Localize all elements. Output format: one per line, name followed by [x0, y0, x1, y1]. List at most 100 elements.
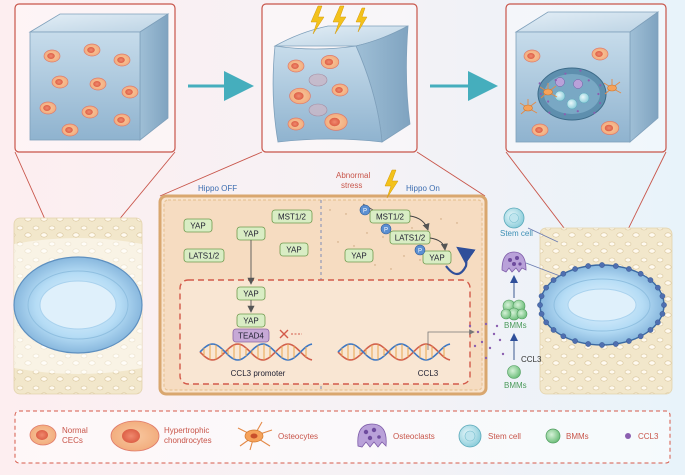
lats-box-right: LATS1/2 — [389, 230, 431, 245]
chondrocyte — [121, 85, 139, 99]
chondrocyte — [331, 83, 349, 97]
legend-label-normal-line1: Normal — [62, 426, 88, 435]
faded-cell — [308, 103, 328, 117]
yap-box-top: YAP — [183, 218, 213, 233]
osteoclast-dot — [550, 277, 557, 283]
stem-cell-in-cavity — [566, 98, 578, 110]
yap-box-free: YAP — [344, 248, 374, 263]
ccl3-dot — [501, 352, 505, 356]
osteoclast-dot — [585, 341, 592, 347]
stress-bolt-icon — [384, 169, 399, 199]
bmm-single-bottom — [507, 365, 521, 379]
zoom-lines-middle — [159, 151, 486, 197]
osteoclast-dot — [626, 266, 632, 272]
osteoclast-dot — [538, 311, 545, 317]
faded-cell — [308, 73, 328, 87]
legend-label-hypertrophic-line1: Hypertrophic — [164, 426, 209, 435]
ccl3-dot — [484, 322, 488, 326]
ccl3-dot — [587, 79, 590, 82]
hippo-on-label: Hippo On — [406, 184, 440, 193]
cytoplasm-dot — [353, 245, 355, 247]
abnormal-stress-line2: stress — [341, 181, 362, 190]
osteoclast-dot — [543, 284, 549, 291]
yap-box-center: YAP — [236, 226, 266, 241]
ccl3-dot — [563, 113, 567, 116]
hippo-off-label: Hippo OFF — [198, 184, 237, 193]
osteoclast-dot — [572, 266, 578, 272]
cytoplasm-dot — [366, 232, 368, 234]
osteocyte — [603, 79, 622, 95]
osteoclast-dot — [659, 293, 666, 299]
ccl3-dot — [484, 356, 488, 360]
dna-strand — [337, 343, 451, 361]
mst-box-left: MST1/2 — [271, 209, 313, 224]
yap-box-nuclear: YAP — [236, 313, 266, 328]
ccl3-dot — [554, 79, 557, 82]
chondrocyte — [39, 101, 57, 115]
chondrocyte — [289, 87, 311, 105]
svg-text:TEAD4: TEAD4 — [238, 332, 264, 341]
osteoclast-line — [525, 262, 561, 277]
bmms-label-bottom: BMMs — [504, 381, 527, 390]
dna-strand — [199, 343, 313, 361]
dna-strand — [337, 343, 451, 361]
legend-label-normal-line2: CECs — [62, 436, 83, 445]
osteoclast-dot — [647, 277, 654, 283]
ccl3-promoter-label: CCL3 promoter — [231, 369, 286, 378]
svg-text:LATS1/2: LATS1/2 — [189, 252, 220, 261]
stress-lightning-icon — [310, 5, 368, 35]
yap-box-phospho: YAP — [422, 250, 452, 265]
chondrocyte — [113, 53, 131, 67]
chondrocyte — [113, 113, 131, 127]
ccl3-secretion-arrow — [427, 329, 475, 350]
chondrocyte — [61, 123, 79, 137]
ccl3-side-label: CCL3 — [521, 355, 542, 364]
osteoclast-dot — [655, 284, 661, 291]
legend-label-stem-cell: Stem cell — [488, 432, 521, 441]
phospho-badge-3: P — [414, 244, 426, 256]
ccl3-dot — [476, 330, 480, 334]
ccl3-dot — [480, 340, 484, 344]
mst-box-right: MST1/2 — [369, 209, 411, 224]
osteoclast-dot — [655, 319, 661, 326]
chondrocyte — [81, 105, 99, 119]
ccl3-dot — [495, 324, 499, 328]
ccl3-dot — [576, 110, 579, 113]
ccl3-dot — [492, 332, 496, 336]
ccl3-dot — [593, 111, 596, 114]
ccl3-dot — [547, 100, 550, 103]
osteocyte — [519, 99, 538, 115]
tead4-box: TEAD4 — [232, 328, 270, 343]
svg-text:YAP: YAP — [286, 246, 301, 255]
chondrocyte — [591, 47, 609, 61]
osteoclast-dot — [612, 263, 619, 269]
bmm-icon — [545, 428, 561, 444]
osteoclast-dot — [550, 327, 557, 333]
phospho-badge-2: P — [380, 223, 392, 235]
ccl3-dot — [498, 338, 502, 342]
joint-degenerated — [537, 227, 673, 395]
cytoplasm-dot — [411, 227, 413, 229]
phospho-badge-1: P — [359, 204, 371, 216]
yap-box-right: YAP — [279, 242, 309, 257]
svg-text:YAP: YAP — [351, 252, 366, 261]
osteoclast-dot — [661, 302, 667, 308]
mst-to-lats-arrow — [409, 215, 430, 231]
chondrocyte — [51, 75, 69, 89]
stem-cell-line — [527, 227, 559, 243]
chondrocyte — [43, 49, 61, 63]
dna-ccl3 — [337, 343, 451, 361]
ccl3-dot — [597, 92, 600, 96]
legend-label-ccl3: CCL3 — [638, 432, 659, 441]
osteoclast-figure — [501, 251, 527, 273]
cytoplasm-dot — [329, 209, 331, 211]
hypertrophic-chondrocyte-icon — [110, 420, 160, 452]
svg-text:P: P — [418, 249, 422, 255]
stem-cell-label: Stem cell — [500, 229, 533, 238]
cytoplasm-dot — [440, 218, 442, 220]
ccl3-dot — [548, 111, 551, 114]
svg-text:MST1/2: MST1/2 — [376, 213, 405, 222]
osteoclast-dot — [538, 293, 545, 299]
ccl3-dot — [599, 84, 602, 87]
